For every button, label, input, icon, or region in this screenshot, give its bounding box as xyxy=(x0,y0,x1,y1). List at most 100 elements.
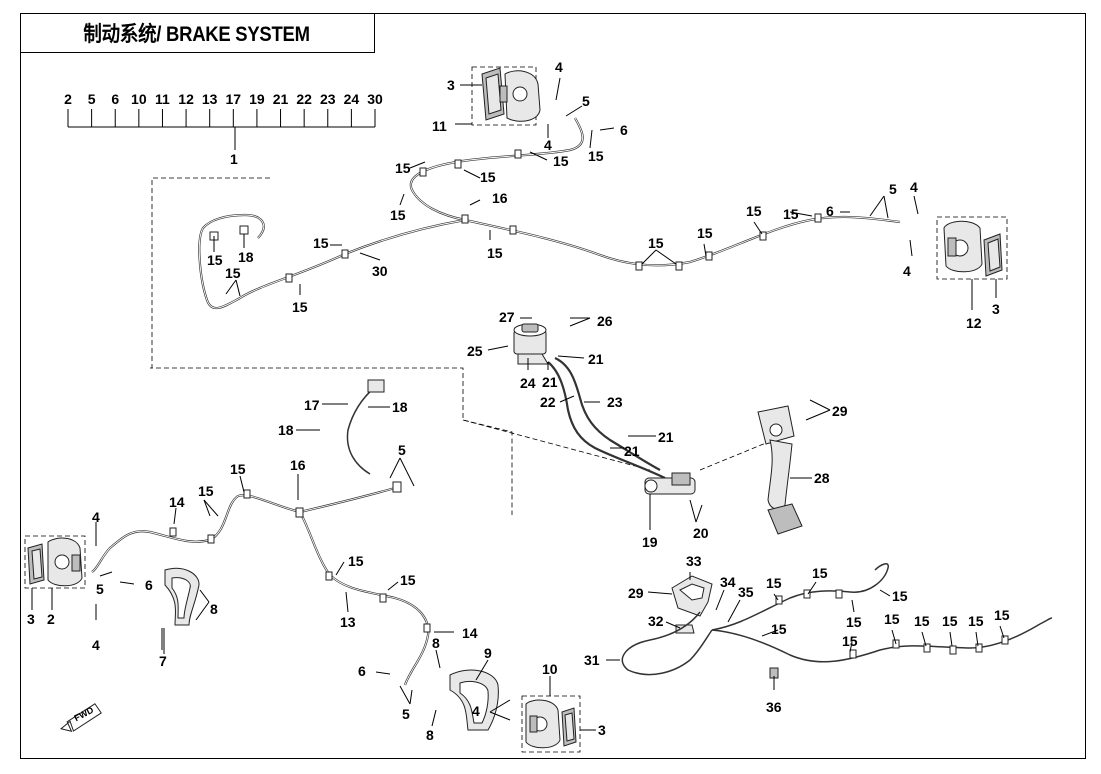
group-number-2: 2 xyxy=(64,91,72,107)
callout-4: 4 xyxy=(555,59,563,75)
callout-15: 15 xyxy=(198,483,214,499)
callout-6: 6 xyxy=(358,663,366,679)
callout-6: 6 xyxy=(620,122,628,138)
brake-guard-left xyxy=(161,567,200,650)
callout-15: 15 xyxy=(914,613,930,629)
callout-15: 15 xyxy=(395,160,411,176)
callout-8: 8 xyxy=(426,727,434,743)
callout-14: 14 xyxy=(462,625,478,641)
callout-15: 15 xyxy=(994,607,1010,623)
callout-4: 4 xyxy=(910,179,918,195)
master-cylinder xyxy=(513,323,696,530)
callout-5: 5 xyxy=(582,93,590,109)
callout-3: 3 xyxy=(992,301,1000,317)
group-number-11: 11 xyxy=(155,91,170,107)
callout-28: 28 xyxy=(814,470,830,486)
callout-4: 4 xyxy=(92,637,100,653)
callout-20: 20 xyxy=(693,525,709,541)
callout-25: 25 xyxy=(467,343,483,359)
leader-lines xyxy=(95,77,1005,727)
callout-33: 33 xyxy=(686,553,702,569)
callout-15: 15 xyxy=(487,245,503,261)
callout-15: 15 xyxy=(553,153,569,169)
callout-18: 18 xyxy=(392,399,408,415)
callout-5: 5 xyxy=(402,706,410,722)
callout-15: 15 xyxy=(588,148,604,164)
callout-17: 17 xyxy=(304,397,320,413)
callout-5: 5 xyxy=(889,181,897,197)
callout-1: 1 xyxy=(230,151,238,167)
callout-15: 15 xyxy=(348,553,364,569)
callout-15: 15 xyxy=(207,252,223,268)
callout-15: 15 xyxy=(230,461,246,477)
callout-35: 35 xyxy=(738,584,754,600)
callout-36: 36 xyxy=(766,699,782,715)
assembly-outline xyxy=(151,177,513,515)
callout-4: 4 xyxy=(544,137,552,153)
group-number-17: 17 xyxy=(226,91,242,107)
callout-11: 11 xyxy=(432,118,447,134)
caliper-assembly-left xyxy=(24,535,86,610)
callout-15: 15 xyxy=(783,206,799,222)
callout-15: 15 xyxy=(942,613,958,629)
callout-4: 4 xyxy=(472,703,480,719)
callout-6: 6 xyxy=(145,577,153,593)
diagram-frame xyxy=(20,13,1086,759)
group-number-13: 13 xyxy=(202,91,218,107)
callout-16: 16 xyxy=(492,190,508,206)
callout-15: 15 xyxy=(390,207,406,223)
callout-18: 18 xyxy=(278,422,294,438)
callout-16: 16 xyxy=(290,457,306,473)
callout-8: 8 xyxy=(210,601,218,617)
callout-26: 26 xyxy=(597,313,613,329)
callout-15: 15 xyxy=(884,611,900,627)
callout-30: 30 xyxy=(372,263,388,279)
callout-15: 15 xyxy=(480,169,496,185)
group-number-24: 24 xyxy=(344,91,360,107)
callout-15: 15 xyxy=(846,614,862,630)
callout-34: 34 xyxy=(720,574,736,590)
callout-9: 9 xyxy=(484,645,492,661)
callout-15: 15 xyxy=(812,565,828,581)
callout-12: 12 xyxy=(966,315,982,331)
callout-27: 27 xyxy=(499,309,515,325)
callout-3: 3 xyxy=(447,77,455,93)
callout-23: 23 xyxy=(607,394,623,410)
callout-8: 8 xyxy=(432,635,440,651)
group-number-22: 22 xyxy=(296,91,312,107)
callout-15: 15 xyxy=(842,633,858,649)
callout-10: 10 xyxy=(542,661,558,677)
group-number-6: 6 xyxy=(111,91,119,107)
callout-5: 5 xyxy=(398,442,406,458)
callout-4: 4 xyxy=(92,509,100,525)
callout-15: 15 xyxy=(892,588,908,604)
callout-29: 29 xyxy=(628,585,644,601)
parking-brake-assembly xyxy=(621,563,1053,679)
callout-4: 4 xyxy=(903,263,911,279)
callout-18: 18 xyxy=(238,249,254,265)
callout-29: 29 xyxy=(832,403,848,419)
callout-15: 15 xyxy=(225,265,241,281)
title-box: 制动系统/ BRAKE SYSTEM xyxy=(20,13,375,53)
group-number-30: 30 xyxy=(367,91,383,107)
group-number-5: 5 xyxy=(88,91,96,107)
callout-15: 15 xyxy=(292,299,308,315)
callout-15: 15 xyxy=(697,225,713,241)
callout-5: 5 xyxy=(96,581,104,597)
callout-15: 15 xyxy=(766,575,782,591)
callout-24: 24 xyxy=(520,375,536,391)
callout-21: 21 xyxy=(624,443,640,459)
group-number-23: 23 xyxy=(320,91,336,107)
group-number-21: 21 xyxy=(273,91,289,107)
brake-pedal xyxy=(699,405,803,535)
callout-15: 15 xyxy=(648,235,664,251)
callout-3: 3 xyxy=(598,722,606,738)
callout-21: 21 xyxy=(588,351,604,367)
group-number-12: 12 xyxy=(178,91,194,107)
callout-15: 15 xyxy=(771,621,787,637)
caliper-assembly-top xyxy=(455,66,541,126)
callout-15: 15 xyxy=(746,203,762,219)
callout-22: 22 xyxy=(540,394,556,410)
